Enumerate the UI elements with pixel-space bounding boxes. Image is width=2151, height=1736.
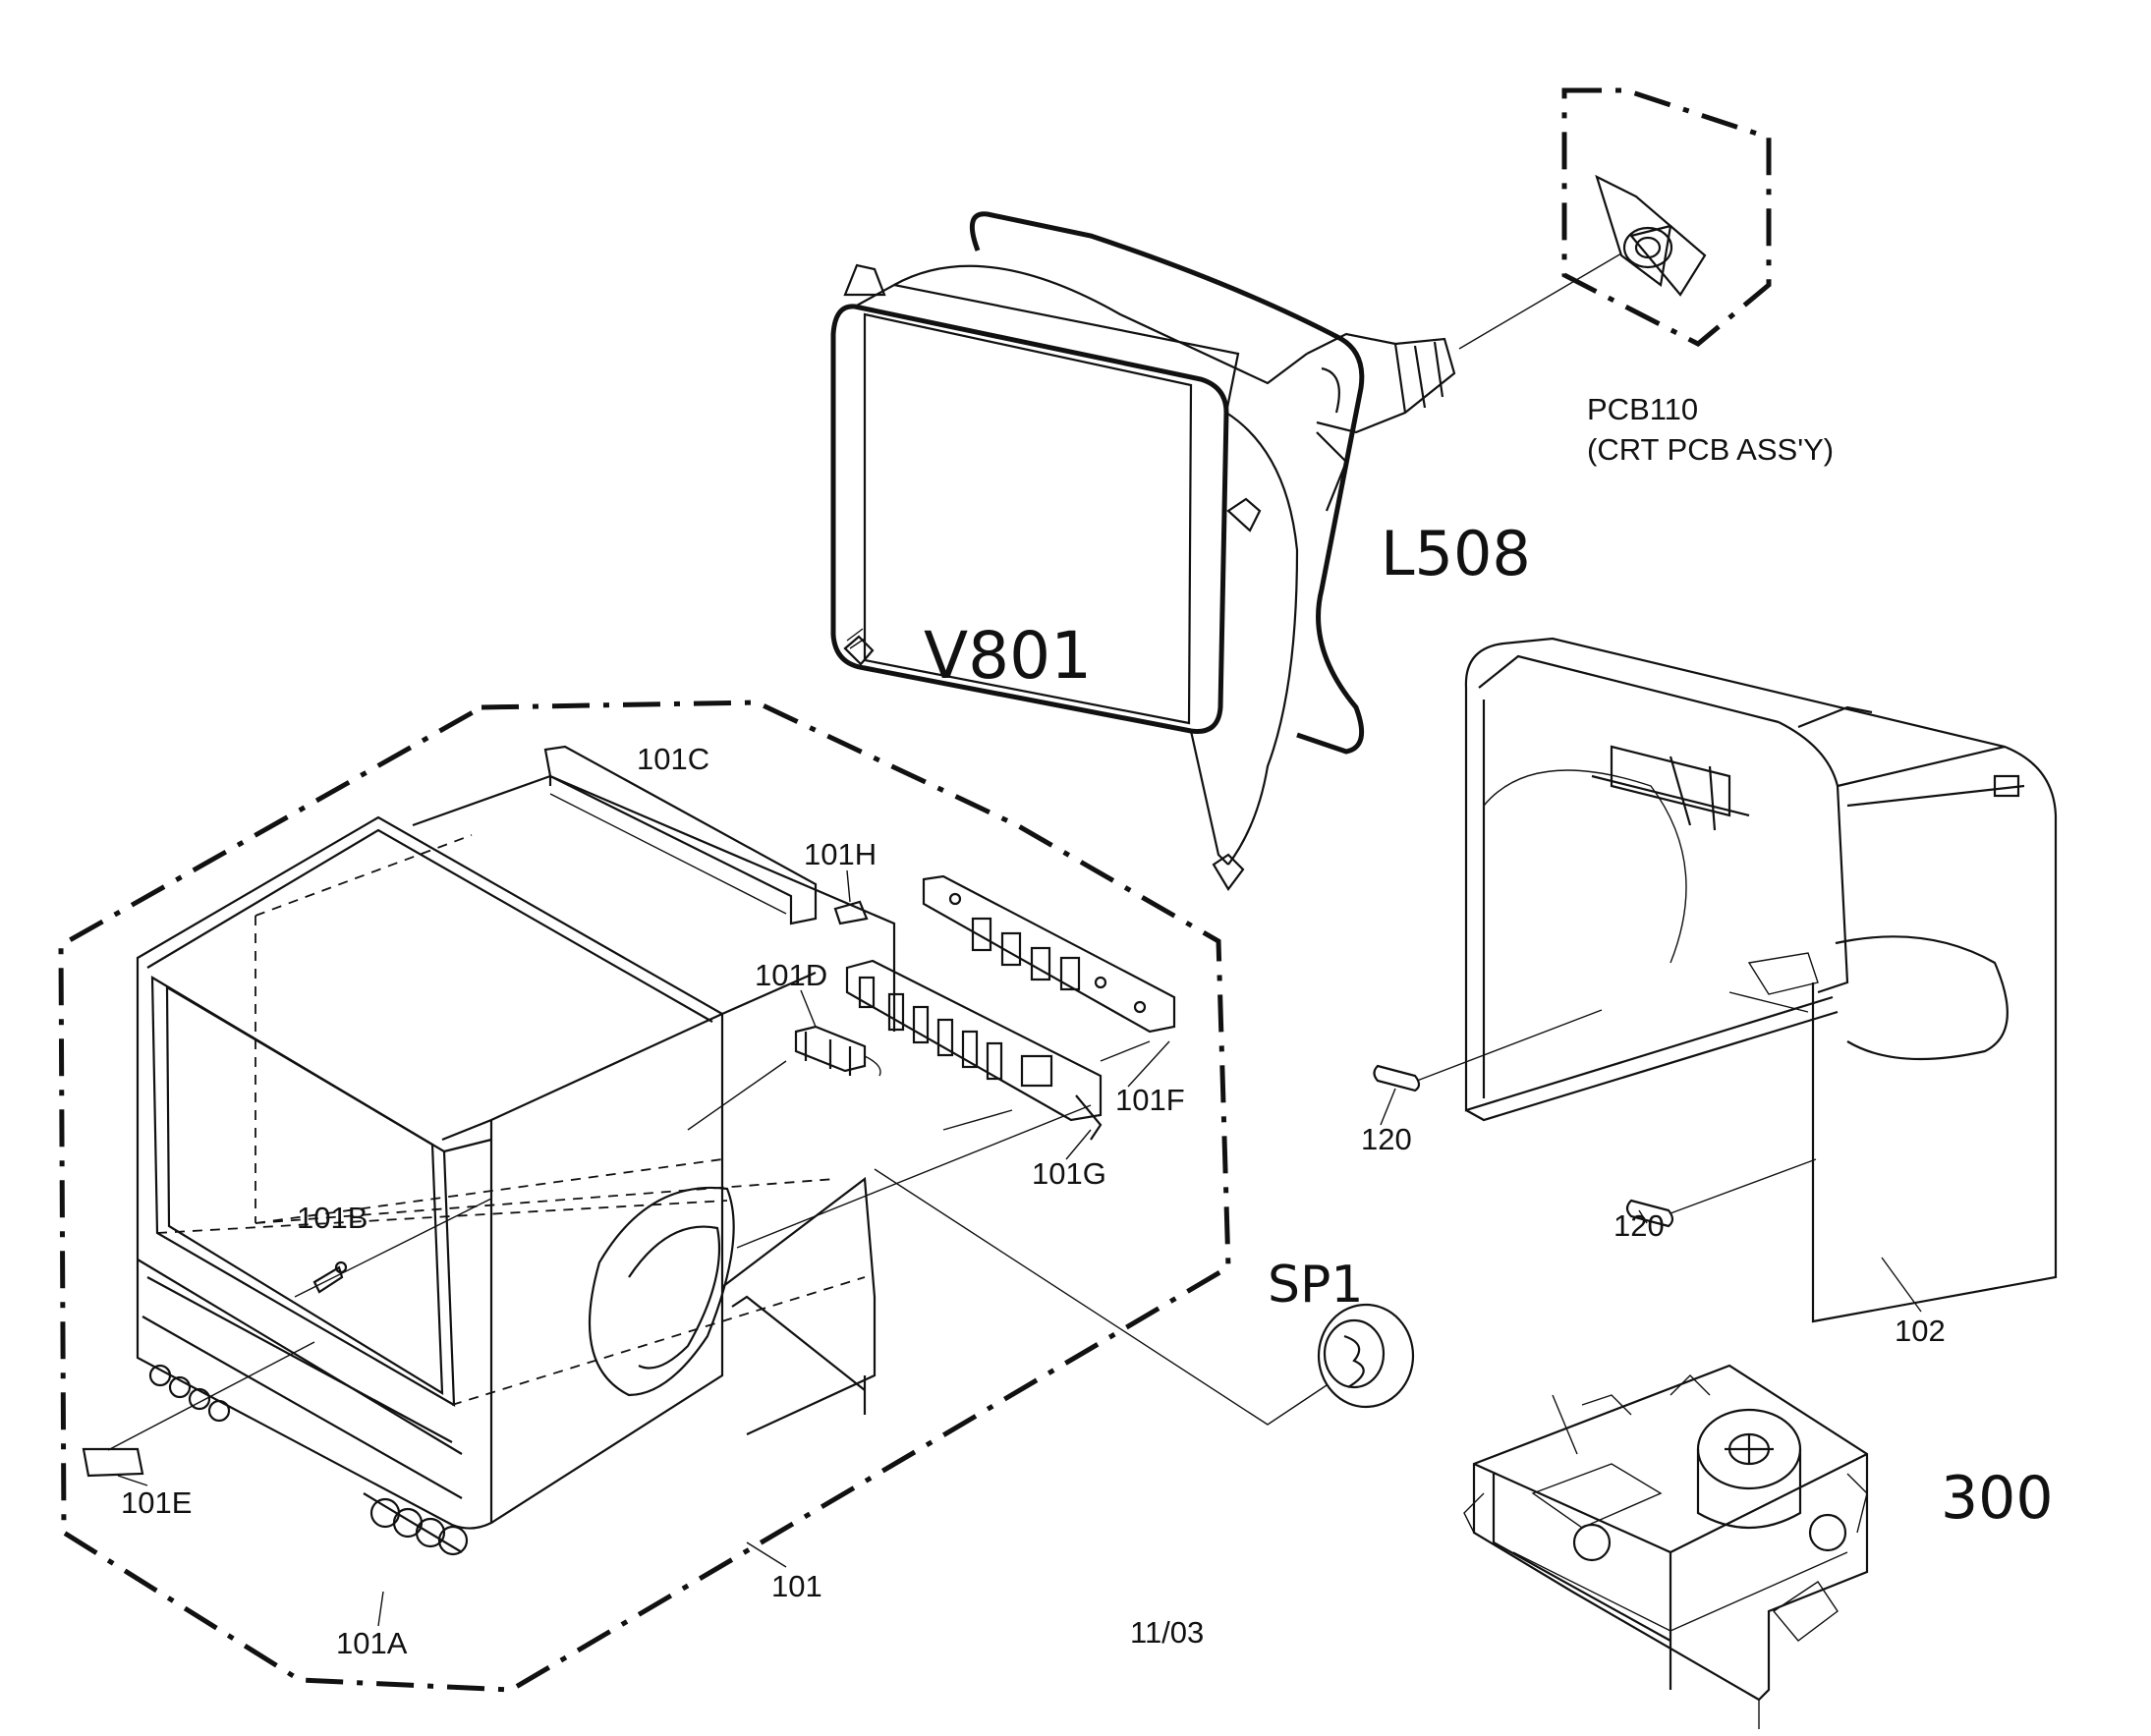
label-120-right: 120 xyxy=(1613,1208,1665,1243)
label-102: 102 xyxy=(1895,1314,1946,1348)
label-101B: 101B xyxy=(297,1201,368,1235)
part-101H xyxy=(833,900,869,925)
label-101E: 101E xyxy=(121,1485,192,1520)
back-cabinet xyxy=(1373,637,2058,1323)
part-101C-bracket xyxy=(543,745,818,925)
front-cabinet-group-boundary xyxy=(58,700,1231,1693)
crt-picture-tube xyxy=(830,211,1456,891)
label-101D: 101D xyxy=(755,958,827,992)
label-101A: 101A xyxy=(336,1626,408,1660)
label-101: 101 xyxy=(771,1569,822,1603)
label-l508: L508 xyxy=(1381,518,1531,589)
label-120-left: 120 xyxy=(1361,1122,1412,1156)
label-101G: 101G xyxy=(1032,1156,1106,1191)
label-101F: 101F xyxy=(1115,1083,1185,1117)
vcr-deck-mechanism xyxy=(1463,1364,1869,1729)
crt-pcb-assembly xyxy=(1458,87,1772,350)
label-date: 11/03 xyxy=(1130,1615,1204,1650)
part-101G-control-board xyxy=(845,959,1151,1141)
front-cabinet xyxy=(82,774,896,1556)
label-pcb110: PCB110 xyxy=(1587,392,1698,426)
label-pcb110-description: (CRT PCB ASS'Y) xyxy=(1587,432,1834,467)
label-300: 300 xyxy=(1941,1464,2054,1533)
part-101D xyxy=(687,1025,881,1131)
label-sp1: SP1 xyxy=(1268,1256,1363,1315)
part-101F-control-board xyxy=(922,874,1176,1034)
speaker-sp1 xyxy=(1317,1303,1415,1409)
label-101C: 101C xyxy=(637,742,709,776)
label-101H: 101H xyxy=(804,837,877,871)
label-v801: V801 xyxy=(924,618,1092,694)
